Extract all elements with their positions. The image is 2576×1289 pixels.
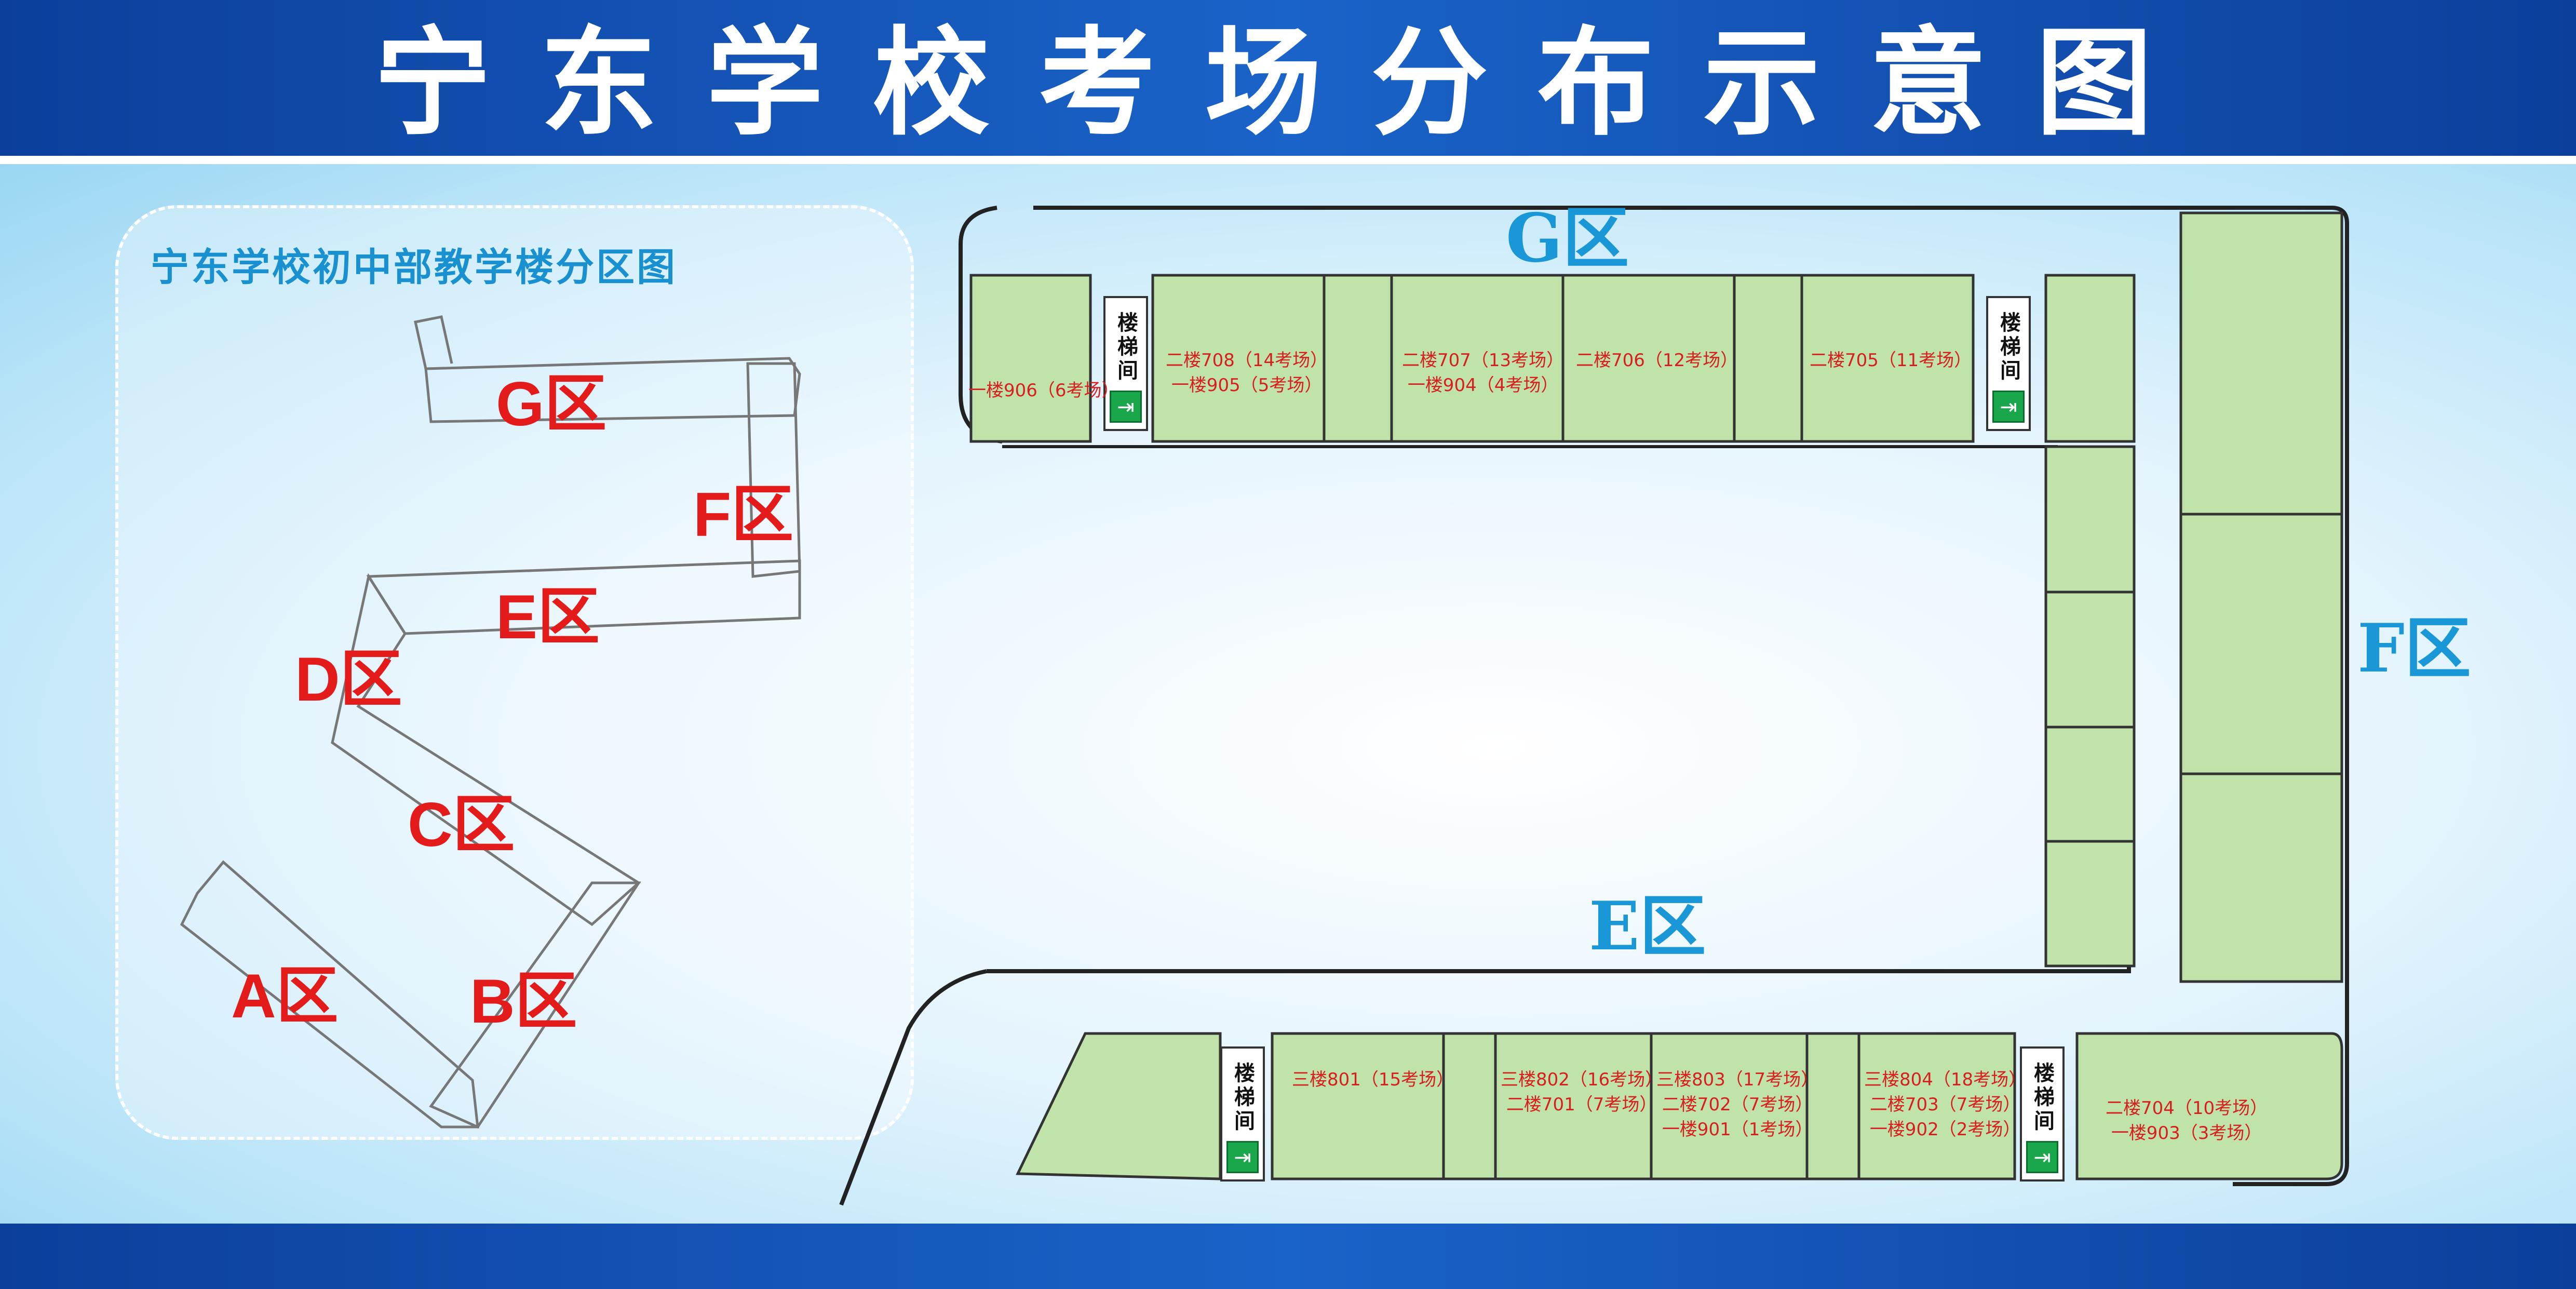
room-label-e-803: 三楼803（17考场） 二楼702（7考场） 一楼901（1考场）	[1656, 1069, 1819, 1140]
room-e-803	[1650, 1032, 1809, 1180]
room-label-e-801: 三楼801（15考场）	[1292, 1069, 1454, 1090]
emergency-exit-icon: ⇥	[1110, 391, 1142, 423]
stair-label-char: 楼	[1117, 311, 1138, 335]
zone-label-f: F区	[2357, 610, 2471, 688]
room-g-corridor2	[1733, 274, 1803, 443]
room-e-804	[1857, 1032, 2016, 1180]
stair-label-char: 间	[1117, 359, 1138, 383]
room-label-e-802: 三楼802（16考场） 二楼701（7考场）	[1501, 1069, 1663, 1115]
room-label-g-706: 二楼706（12考场）	[1576, 350, 1738, 371]
stairwell-3: 楼 梯 间 ⇥	[1220, 1046, 1265, 1181]
inset-title: 宁东学校初中部教学楼分区图	[151, 245, 677, 290]
room-g-corridor1	[1323, 274, 1393, 443]
stair-label-char: 楼	[2034, 1062, 2055, 1085]
room-f-7	[2179, 772, 2343, 983]
inset-zone-f: F区	[693, 480, 794, 549]
inset-building-g	[424, 357, 801, 423]
emergency-exit-icon: ⇥	[1992, 391, 2025, 423]
stairwell-2: 楼 梯 间 ⇥	[1986, 296, 2031, 431]
room-g-706	[1561, 274, 1736, 443]
stairwell-4: 楼 梯 间 ⇥	[2020, 1046, 2065, 1181]
room-e-704	[2075, 1032, 2343, 1180]
inset-stub	[414, 315, 453, 369]
stair-label-char: 间	[2034, 1109, 2055, 1133]
zone-label-e: E区	[1589, 888, 1706, 965]
room-e-802	[1494, 1032, 1653, 1180]
room-label-g-707: 二楼707（13考场） 一楼904（4考场）	[1402, 350, 1565, 396]
room-label-g-906: 一楼906（6考场）	[968, 380, 1120, 401]
stair-label-char: 梯	[1234, 1085, 1255, 1109]
inset-zone-b: B区	[470, 966, 577, 1036]
inset-zone-a: A区	[231, 961, 339, 1031]
room-e-corner	[1016, 1032, 1222, 1180]
emergency-exit-icon: ⇥	[1226, 1141, 1259, 1173]
footer-band	[0, 1224, 2576, 1289]
stairwell-1: 楼 梯 间 ⇥	[1103, 296, 1148, 431]
inset-zone-d: D区	[295, 644, 402, 714]
stair-label-char: 间	[2000, 359, 2021, 383]
emergency-exit-icon: ⇥	[2026, 1141, 2058, 1173]
inset-panel	[115, 205, 914, 1140]
room-label-g-705: 二楼705（11考场）	[1810, 350, 1972, 371]
room-f-5	[2179, 211, 2343, 516]
room-f-4	[2044, 840, 2136, 968]
inset-zone-c: C区	[408, 790, 515, 860]
stair-label-char: 梯	[2034, 1085, 2055, 1109]
room-e-corridor1	[1442, 1032, 1497, 1180]
room-f-6	[2179, 513, 2343, 775]
stair-label-char: 梯	[2000, 335, 2021, 359]
page-title: 宁东学校考场分布示意图	[374, 15, 2202, 152]
room-f-1	[2044, 445, 2136, 594]
inset-zone-g: G区	[496, 369, 607, 439]
title-banner	[0, 0, 2576, 156]
inset-zone-e: E区	[496, 582, 600, 652]
stair-label-char: 梯	[1117, 335, 1138, 359]
room-g-end	[2044, 274, 2136, 443]
room-g-906	[969, 274, 1092, 443]
room-label-e-704: 二楼704（10考场） 一楼903（3考场）	[2106, 1098, 2268, 1144]
stair-label-char: 楼	[2000, 311, 2021, 335]
room-label-g-708: 二楼708（14考场） 一楼905（5考场）	[1166, 350, 1328, 396]
room-g-705	[1800, 274, 1975, 443]
room-f-3	[2044, 726, 2136, 843]
zone-label-g: G区	[1506, 199, 1629, 277]
room-e-801	[1271, 1032, 1445, 1180]
room-f-2	[2044, 590, 2136, 729]
stair-label-char: 间	[1234, 1109, 1255, 1133]
room-label-e-804: 三楼804（18考场） 二楼703（7考场） 一楼902（2考场）	[1864, 1069, 2027, 1140]
inset-building-a	[180, 860, 479, 1129]
room-g-707	[1390, 274, 1565, 443]
stair-label-char: 楼	[1234, 1062, 1255, 1085]
corridor-outline-inner	[1002, 445, 2058, 956]
